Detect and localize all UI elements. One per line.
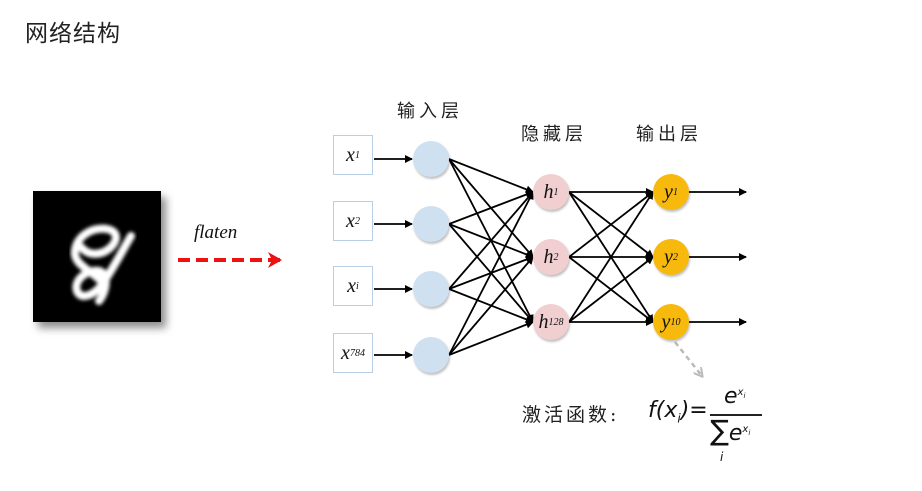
node-sub: 2 xyxy=(553,251,559,263)
node-sub: 10 xyxy=(670,316,681,328)
hidden-layer-label: 隐藏层 xyxy=(521,124,587,145)
den-exp-sub: i xyxy=(748,428,751,437)
mnist-digit-image xyxy=(33,191,161,322)
hidden-output-link xyxy=(568,256,654,323)
node-sub: 1 xyxy=(672,186,678,198)
input-node xyxy=(413,271,449,307)
sum-index: i xyxy=(720,450,724,464)
activation-pointer-arrow xyxy=(674,341,702,376)
num-exp-sub: i xyxy=(743,391,746,400)
hidden-output-link xyxy=(568,191,654,323)
formula-lhs-close: )= xyxy=(680,398,708,423)
hidden-output-link xyxy=(568,191,654,258)
input-hidden-link xyxy=(448,320,534,356)
formula-lhs-text: f(x xyxy=(648,398,678,423)
node-sub: 2 xyxy=(672,251,678,263)
output-layer-label: 输出层 xyxy=(636,124,702,145)
input-hidden-link xyxy=(448,256,534,356)
node-var: y xyxy=(661,310,671,333)
node-var: y xyxy=(664,245,673,268)
input-sub: 2 xyxy=(354,215,360,227)
flatten-label: flaten xyxy=(194,222,238,243)
input-sub: 784 xyxy=(349,347,365,359)
node-var: y xyxy=(664,180,673,203)
fraction-bar xyxy=(710,414,762,416)
input-node xyxy=(413,206,449,242)
num-exp: x xyxy=(737,386,744,398)
input-hidden-link xyxy=(448,158,534,194)
input-var: x xyxy=(347,274,357,297)
input-var: x xyxy=(346,143,355,166)
input-hidden-link xyxy=(448,191,534,290)
sigma-symbol: ∑ xyxy=(710,414,729,447)
input-sub: i xyxy=(356,280,359,292)
formula-lhs: f(xi)= xyxy=(648,398,708,425)
input-node xyxy=(413,337,449,373)
input-hidden-link xyxy=(448,190,534,225)
input-node xyxy=(413,141,449,177)
input-var: x xyxy=(346,209,355,232)
formula-numerator: exi xyxy=(724,384,745,409)
node-var: h xyxy=(543,180,554,203)
den-exp: x xyxy=(742,423,749,435)
digit-eight-glyph xyxy=(70,224,135,305)
activation-label: 激活函数: xyxy=(522,404,620,426)
den-base: e xyxy=(728,421,743,446)
num-base: e xyxy=(724,384,738,409)
formula-lhs-sub: i xyxy=(677,411,681,426)
input-var: x xyxy=(341,341,350,364)
page-title: 网络结构 xyxy=(25,21,121,47)
node-var: h xyxy=(538,310,549,333)
input-sub: 1 xyxy=(354,149,360,161)
node-sub: 128 xyxy=(548,316,564,328)
input-layer-label: 输入层 xyxy=(397,101,463,122)
node-var: h xyxy=(543,245,554,268)
formula-denominator: ∑exi xyxy=(710,414,750,447)
input-hidden-link xyxy=(448,191,534,356)
node-sub: 1 xyxy=(553,186,559,198)
